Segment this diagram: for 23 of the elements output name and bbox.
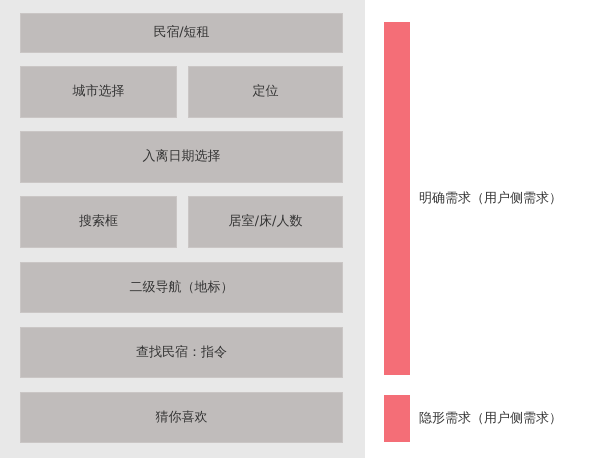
module-box — [20, 262, 343, 313]
module-box — [20, 66, 177, 118]
item-label: 城市选择 — [72, 84, 124, 100]
item-label: 定位 — [252, 84, 278, 100]
item-label: 入离日期选择 — [142, 149, 220, 165]
module-box — [20, 196, 177, 248]
item-label: 民宿/短租 — [153, 25, 210, 41]
side-label: 明确需求（用户侧需求） — [419, 190, 562, 206]
module-box — [188, 66, 343, 118]
item-label: 查找民宿：指令 — [136, 344, 227, 360]
marker-bar — [384, 395, 410, 442]
module-box — [20, 13, 343, 53]
module-box — [20, 327, 343, 378]
item-label: 猜你喜欢 — [156, 410, 208, 426]
side-label: 隐形需求（用户侧需求） — [419, 410, 562, 426]
module-box — [188, 196, 343, 248]
item-label: 搜索框 — [79, 214, 118, 230]
panel — [0, 0, 365, 458]
item-label: 居室/床/人数 — [228, 214, 302, 230]
module-box — [20, 392, 343, 443]
module-box — [20, 131, 343, 183]
marker-bar — [384, 22, 410, 375]
item-label: 二级导航（地标） — [130, 280, 234, 296]
